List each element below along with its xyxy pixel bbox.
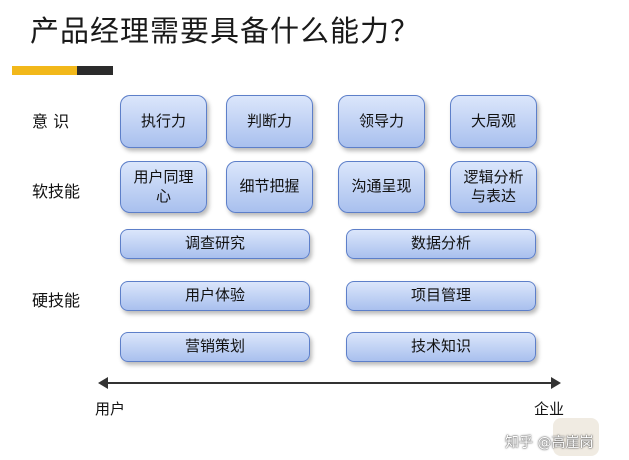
skill-project-management: 项目管理	[346, 281, 536, 311]
skill-execution: 执行力	[120, 95, 207, 148]
skill-user-experience: 用户体验	[120, 281, 310, 311]
slide-title: 产品经理需要具备什么能力？	[30, 14, 421, 48]
row-label-awareness: 意 识	[32, 112, 70, 131]
skill-judgment: 判断力	[226, 95, 313, 148]
skill-big-picture: 大局观	[450, 95, 537, 148]
skill-communication: 沟通呈现	[338, 161, 425, 213]
skill-marketing: 营销策划	[120, 332, 310, 362]
watermark-avatar	[553, 418, 599, 456]
skill-user-empathy: 用户同理心	[120, 161, 207, 213]
skill-logic-expression: 逻辑分析与表达	[450, 161, 537, 213]
watermark-text: 知乎 @高崖岗	[505, 435, 594, 451]
accent-bar-dark	[77, 66, 113, 75]
skill-tech-knowledge: 技术知识	[346, 332, 536, 362]
arrow-right-icon	[551, 377, 561, 389]
row-label-soft-skills: 软技能	[32, 182, 81, 201]
arrow-left-icon	[98, 377, 108, 389]
accent-bar-yellow	[12, 66, 77, 75]
axis-label-user: 用户	[95, 400, 126, 418]
skill-leadership: 领导力	[338, 95, 425, 148]
skill-detail: 细节把握	[226, 161, 313, 213]
user-enterprise-axis	[100, 382, 553, 384]
skill-research: 调查研究	[120, 229, 310, 259]
axis-label-enterprise: 企业	[534, 400, 565, 418]
row-label-hard-skills: 硬技能	[32, 291, 81, 310]
skill-data-analysis: 数据分析	[346, 229, 536, 259]
